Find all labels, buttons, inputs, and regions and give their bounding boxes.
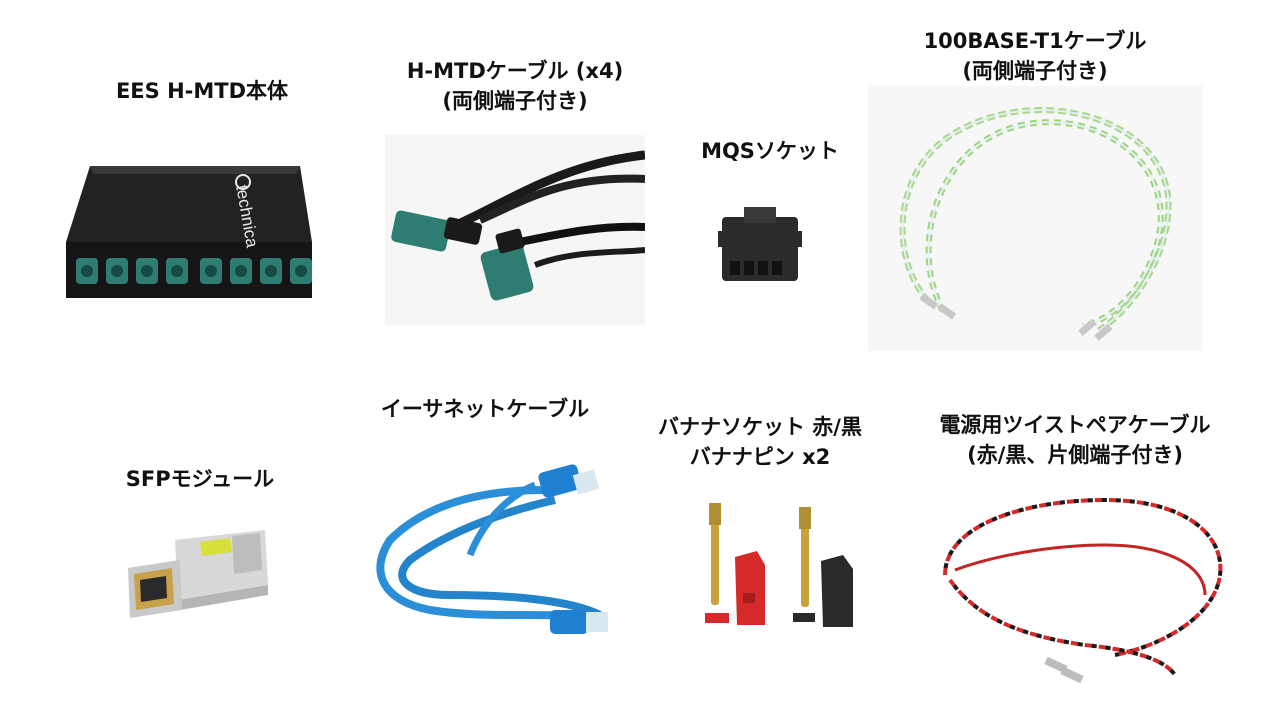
banana-pin — [799, 507, 811, 607]
label-sfp-module: SFPモジュール — [100, 464, 300, 494]
label-line: MQSソケット — [701, 139, 839, 163]
label-banana: バナナソケット 赤/黒 バナナピン x2 — [645, 412, 875, 472]
terminals — [1044, 656, 1084, 684]
connector — [391, 210, 483, 252]
terminals — [919, 293, 1113, 341]
label-line: (両側端子付き) — [962, 59, 1108, 83]
hmtd-unit-image: technica — [66, 166, 312, 298]
label-line: EES H-MTD本体 — [115, 79, 289, 103]
mqs-socket-image — [718, 207, 802, 281]
connector-row — [76, 258, 312, 284]
label-line: (両側端子付き) — [442, 89, 588, 113]
banana-image — [705, 503, 853, 627]
rj45-plug — [538, 464, 600, 498]
ethernet-cable-image — [376, 464, 608, 634]
label-ethernet-cable: イーサネットケーブル — [370, 394, 600, 424]
label-hmtd-unit: EES H-MTD本体 — [82, 76, 322, 106]
label-line: 100BASE-T1ケーブル — [923, 29, 1147, 53]
connector — [480, 228, 534, 301]
label-line: (赤/黒、片側端子付き) — [967, 443, 1183, 467]
label-line: イーサネットケーブル — [380, 397, 590, 421]
banana-pin — [709, 503, 721, 605]
banana-socket-red — [705, 551, 765, 625]
label-power-cable: 電源用ツイストペアケーブル (赤/黒、片側端子付き) — [920, 410, 1230, 470]
t1-cable-image — [868, 86, 1203, 351]
label-line: 電源用ツイストペアケーブル — [939, 413, 1211, 437]
label-line: バナナソケット 赤/黒 — [658, 415, 862, 439]
label-t1-cable: 100BASE-T1ケーブル (両側端子付き) — [900, 26, 1170, 86]
power-cable-image — [943, 497, 1223, 684]
label-line: SFPモジュール — [125, 467, 275, 491]
banana-socket-black — [793, 555, 853, 627]
label-line: H-MTDケーブル (x4) — [406, 59, 624, 83]
label-mqs-socket: MQSソケット — [680, 136, 860, 166]
hmtd-cable-image — [385, 135, 645, 325]
rj45-plug — [550, 610, 608, 634]
label-line: バナナピン x2 — [689, 445, 831, 469]
label-hmtd-cable: H-MTDケーブル (x4) (両側端子付き) — [370, 56, 660, 116]
sfp-module-image — [128, 530, 268, 618]
